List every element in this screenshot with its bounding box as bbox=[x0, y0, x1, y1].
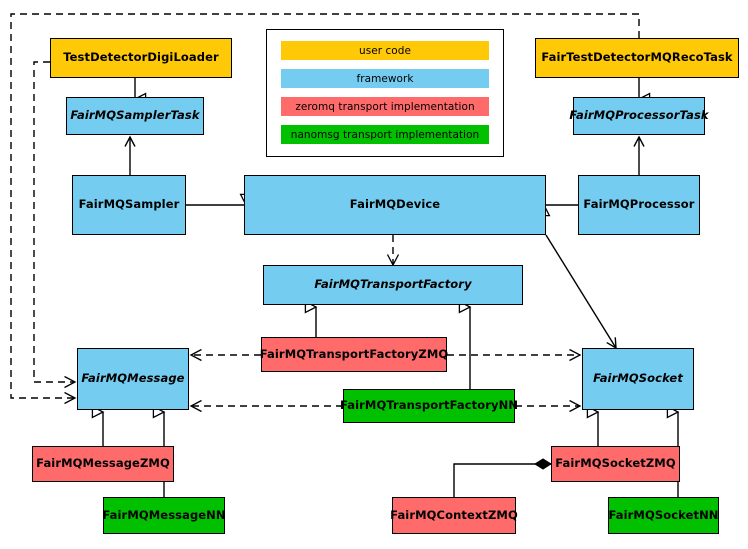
legend-item-framework: framework bbox=[281, 69, 489, 88]
class-node-FairMQTransportFactoryZMQ[interactable]: FairMQTransportFactoryZMQ bbox=[259, 337, 449, 372]
class-label: TestDetectorDigiLoader bbox=[63, 50, 219, 65]
color-legend: user code framework zeromq transport imp… bbox=[266, 29, 504, 157]
legend-item-zeromq: zeromq transport implementation bbox=[281, 97, 489, 116]
class-label: FairMQDevice bbox=[349, 197, 441, 212]
class-node-FairTestDetectorMQRecoTask[interactable]: FairTestDetectorMQRecoTask bbox=[535, 38, 739, 78]
class-label: FairMQTransportFactoryZMQ bbox=[259, 346, 449, 361]
legend-item-nanomsg: nanomsg transport implementation bbox=[281, 125, 489, 144]
class-node-FairMQMessage[interactable]: FairMQMessage bbox=[77, 348, 189, 410]
class-node-FairMQMessageZMQ[interactable]: FairMQMessageZMQ bbox=[32, 446, 174, 482]
class-node-FairMQDevice[interactable]: FairMQDevice bbox=[244, 175, 546, 235]
class-label: FairMQMessage bbox=[81, 371, 185, 386]
class-node-FairMQTransportFactory[interactable]: FairMQTransportFactory bbox=[263, 265, 523, 305]
legend-label-user-code: user code bbox=[358, 44, 411, 57]
class-node-FairMQSocketNN[interactable]: FairMQSocketNN bbox=[608, 497, 719, 534]
class-node-FairMQSamplerTask[interactable]: FairMQSamplerTask bbox=[66, 97, 204, 135]
class-node-FairMQContextZMQ[interactable]: FairMQContextZMQ bbox=[390, 497, 518, 534]
class-label: FairMQSamplerTask bbox=[70, 108, 200, 123]
legend-item-user-code: user code bbox=[281, 41, 489, 60]
edge-socketzmq-composition-contextzmq bbox=[453, 458, 552, 497]
class-node-FairMQMessageNN[interactable]: FairMQMessageNN bbox=[102, 497, 226, 534]
class-node-TestDetectorDigiLoader[interactable]: TestDetectorDigiLoader bbox=[50, 38, 232, 78]
class-label: FairMQSocketNN bbox=[608, 507, 719, 522]
legend-label-framework: framework bbox=[356, 72, 414, 85]
class-label: FairMQTransportFactory bbox=[314, 277, 472, 292]
class-label: FairMQMessageZMQ bbox=[36, 456, 170, 471]
class-label: FairMQTransportFactoryNN bbox=[339, 398, 519, 413]
class-node-FairMQProcessor[interactable]: FairMQProcessor bbox=[578, 175, 700, 235]
class-label: FairTestDetectorMQRecoTask bbox=[541, 50, 733, 65]
legend-label-nanomsg: nanomsg transport implementation bbox=[290, 128, 480, 141]
class-label: FairMQProcessor bbox=[583, 197, 695, 212]
class-label: FairMQMessageNN bbox=[102, 507, 226, 522]
legend-label-zeromq: zeromq transport implementation bbox=[295, 100, 475, 113]
class-node-FairMQSocket[interactable]: FairMQSocket bbox=[582, 348, 694, 410]
class-label: FairMQSocket bbox=[593, 371, 683, 386]
class-label: FairMQSocketZMQ bbox=[555, 456, 676, 471]
edge-device-to-socket bbox=[545, 234, 617, 350]
class-label: FairMQContextZMQ bbox=[390, 507, 518, 522]
class-label: FairMQProcessorTask bbox=[569, 108, 709, 123]
class-node-FairMQProcessorTask[interactable]: FairMQProcessorTask bbox=[569, 97, 709, 135]
class-node-FairMQSampler[interactable]: FairMQSampler bbox=[72, 175, 186, 235]
class-node-FairMQSocketZMQ[interactable]: FairMQSocketZMQ bbox=[551, 446, 680, 482]
class-label: FairMQSampler bbox=[78, 197, 180, 212]
class-node-FairMQTransportFactoryNN[interactable]: FairMQTransportFactoryNN bbox=[339, 389, 519, 423]
